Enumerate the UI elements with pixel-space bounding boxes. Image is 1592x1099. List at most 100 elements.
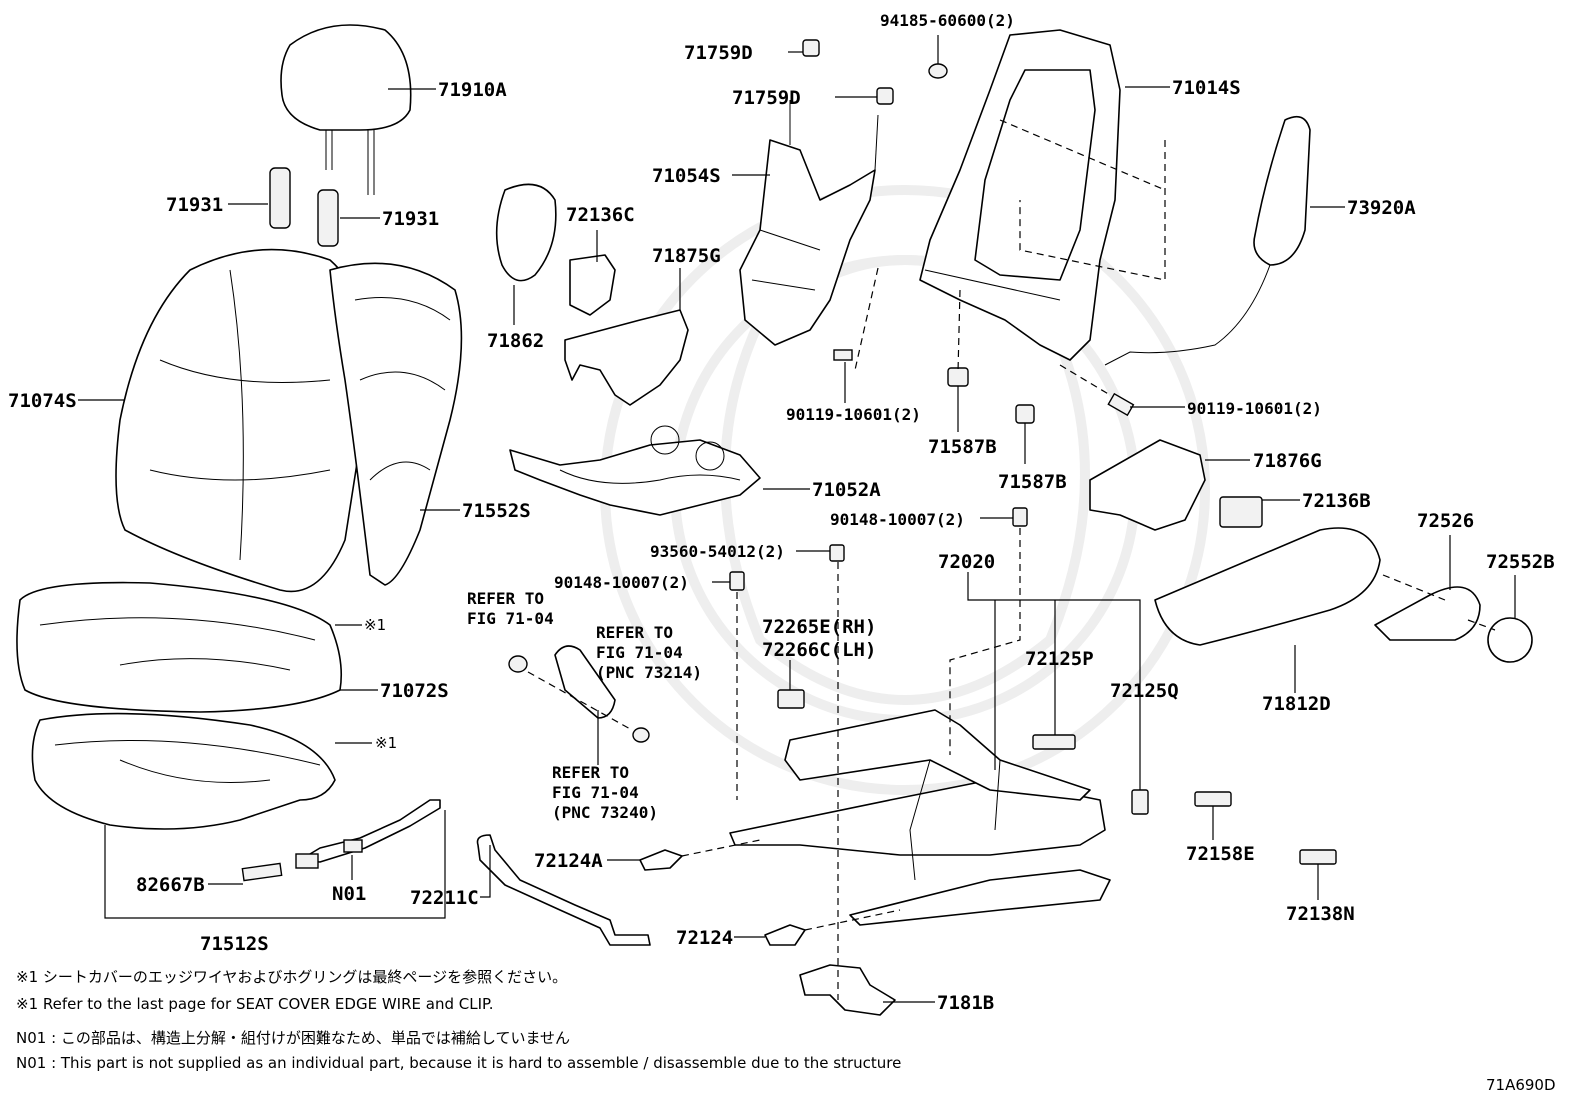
cover-71862[interactable] [495, 183, 557, 282]
clip-71587B-upper[interactable] [947, 367, 969, 387]
label-73920A[interactable]: 73920A [1347, 197, 1416, 219]
note-marker-1a: ※1 [364, 616, 386, 634]
label-71512S[interactable]: 71512S [200, 933, 269, 955]
headrest-guide-71931-left[interactable] [269, 167, 291, 229]
nut-94185-60600[interactable] [928, 63, 948, 79]
seat-adjuster-72020[interactable] [729, 709, 1111, 926]
label-71862[interactable]: 71862 [487, 330, 544, 352]
side-airbag-73920A[interactable] [1104, 115, 1311, 366]
bracket-7181B[interactable] [799, 964, 896, 1016]
label-71074S[interactable]: 71074S [8, 390, 77, 412]
label-72266C[interactable]: 72266C(LH) [762, 639, 876, 661]
lumbar-support-71054S[interactable] [739, 100, 879, 346]
seat-spring-71052A[interactable] [509, 425, 761, 516]
note-marker-1b: ※1 [375, 734, 397, 752]
label-7181B[interactable]: 7181B [937, 992, 994, 1014]
refer-2-line-1[interactable]: REFER TO [596, 623, 673, 642]
label-72211C[interactable]: 72211C [410, 887, 479, 909]
seatback-cover-71074S[interactable] [115, 248, 372, 593]
cover-72158E[interactable] [1194, 791, 1232, 807]
refer-3-line-1[interactable]: REFER TO [552, 763, 629, 782]
cover-72124[interactable] [764, 924, 806, 946]
refer-3-line-2[interactable]: FIG 71-04 [552, 783, 639, 802]
label-71931-right[interactable]: 71931 [382, 208, 439, 230]
seatback-pad-71552S[interactable] [329, 262, 463, 586]
nut-refer-fig-71-04[interactable] [508, 655, 528, 673]
refer-2-line-3[interactable]: (PNC 73214) [596, 663, 702, 682]
label-72526[interactable]: 72526 [1417, 510, 1474, 532]
footnote-2-english: N01 : This part is not supplied as an in… [16, 1054, 901, 1072]
headrest-71910A[interactable] [280, 24, 412, 195]
label-93560-54012[interactable]: 93560-54012(2) [650, 542, 785, 561]
cover-72136C[interactable] [569, 254, 616, 316]
headrest-guide-71931-right[interactable] [317, 189, 339, 247]
bracket-72265E-72266C[interactable] [777, 689, 805, 709]
leader-lines [78, 35, 1516, 1003]
refer-1-line-1[interactable]: REFER TO [467, 589, 544, 608]
refer-1-line-2[interactable]: FIG 71-04 [467, 609, 554, 628]
cover-72138N[interactable] [1299, 849, 1337, 865]
label-71072S[interactable]: 71072S [380, 680, 449, 702]
seatback-frame-71014S[interactable] [919, 29, 1121, 361]
label-71014S[interactable]: 71014S [1172, 77, 1241, 99]
label-90119-10601-left[interactable]: 90119-10601(2) [786, 405, 921, 424]
label-72552B[interactable]: 72552B [1486, 551, 1555, 573]
wire-harness-N01[interactable] [295, 799, 441, 869]
label-72136B[interactable]: 72136B [1302, 490, 1371, 512]
label-72136C[interactable]: 72136C [566, 204, 635, 226]
footnote-1-japanese: ※1 シートカバーのエッジワイヤおよびホグリングは最終ページを参照ください。 [16, 968, 567, 986]
label-71876G[interactable]: 71876G [1253, 450, 1322, 472]
label-71052A[interactable]: 71052A [812, 479, 881, 501]
label-72138N[interactable]: 72138N [1286, 903, 1355, 925]
label-72125P[interactable]: 72125P [1025, 648, 1094, 670]
connector-72136B[interactable] [1219, 496, 1263, 528]
cushion-shield-71812D[interactable] [1154, 527, 1381, 646]
bolt-90119-10601-left[interactable] [833, 349, 853, 361]
cap-71759D-lower[interactable] [876, 87, 894, 105]
label-71931-left[interactable]: 71931 [166, 194, 223, 216]
part-pnc-73214[interactable] [632, 727, 650, 743]
label-N01[interactable]: N01 [332, 883, 366, 905]
edge-wire-82667B[interactable] [241, 862, 283, 882]
label-72020[interactable]: 72020 [938, 551, 995, 573]
screw-93560-54012[interactable] [829, 544, 845, 562]
label-71875G[interactable]: 71875G [652, 245, 721, 267]
label-71054S[interactable]: 71054S [652, 165, 721, 187]
label-71910A[interactable]: 71910A [438, 79, 507, 101]
label-90148-10007-center[interactable]: 90148-10007(2) [830, 510, 965, 529]
label-71759D-lower[interactable]: 71759D [732, 87, 801, 109]
cover-72124A[interactable] [639, 849, 683, 871]
refer-3-line-3[interactable]: (PNC 73240) [552, 803, 658, 822]
label-71587B-lower[interactable]: 71587B [998, 471, 1067, 493]
label-71587B-upper[interactable]: 71587B [928, 436, 997, 458]
label-82667B[interactable]: 82667B [136, 874, 205, 896]
knob-72526[interactable] [1374, 586, 1481, 641]
label-72124[interactable]: 72124 [676, 927, 733, 949]
cover-71876G[interactable] [1089, 439, 1206, 531]
bolt-90148-10007-center[interactable] [1012, 507, 1028, 527]
label-72125Q[interactable]: 72125Q [1110, 680, 1179, 702]
label-72265E[interactable]: 72265E(RH) [762, 616, 876, 638]
label-72158E[interactable]: 72158E [1186, 843, 1255, 865]
label-71552S[interactable]: 71552S [462, 500, 531, 522]
seat-cushion-pad-71512S[interactable] [31, 712, 336, 830]
cap-71759D-upper[interactable] [802, 39, 820, 57]
part-pnc-73240[interactable] [554, 645, 616, 719]
rod-72211C[interactable] [476, 834, 651, 946]
refer-2-line-2[interactable]: FIG 71-04 [596, 643, 683, 662]
clip-71587B-lower[interactable] [1015, 404, 1035, 424]
bracket-72125Q[interactable] [1131, 789, 1149, 815]
cap-72552B[interactable] [1487, 617, 1533, 663]
label-90119-10601-right[interactable]: 90119-10601(2) [1187, 399, 1322, 418]
bracket-72125P[interactable] [1032, 734, 1076, 750]
label-71759D-upper[interactable]: 71759D [684, 42, 753, 64]
cover-71875G[interactable] [564, 309, 689, 406]
label-94185-60600[interactable]: 94185-60600(2) [880, 11, 1015, 30]
label-71812D[interactable]: 71812D [1262, 693, 1331, 715]
seat-cushion-cover-71072S[interactable] [16, 581, 343, 713]
label-90148-10007-left[interactable]: 90148-10007(2) [554, 573, 689, 592]
bolt-90148-10007-left[interactable] [729, 571, 745, 591]
label-72124A[interactable]: 72124A [534, 850, 603, 872]
bolt-90119-10601-right[interactable] [1107, 392, 1135, 417]
